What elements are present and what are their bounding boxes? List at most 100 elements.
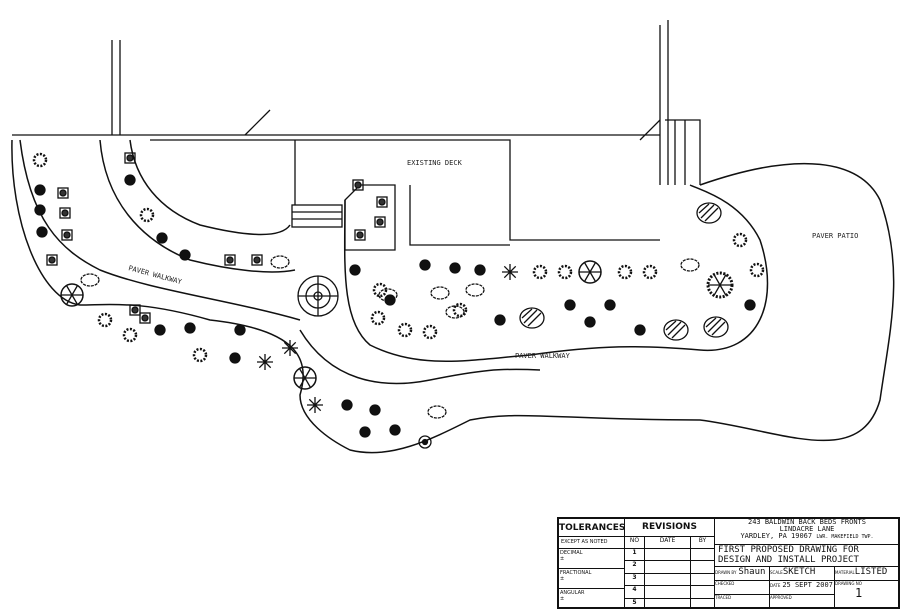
- shrub-icon: [584, 316, 596, 328]
- traced-label: TRACED: [715, 595, 770, 609]
- rev-row-by[interactable]: [691, 598, 715, 609]
- decimal-pm: ±: [560, 556, 565, 562]
- hatch-icon: [705, 317, 726, 336]
- material-label: MATERIAL: [835, 570, 855, 575]
- perennial-icon: [370, 310, 386, 326]
- rev-row-no: 3: [625, 573, 645, 587]
- perennial-icon: [422, 324, 438, 340]
- boxwood-icon: [352, 179, 364, 191]
- boxwood-icon: [251, 254, 263, 266]
- perennial-icon: [617, 264, 633, 280]
- boxwood-center-icon: [354, 181, 362, 189]
- drawing-no-label: DRAWING NO: [835, 581, 862, 586]
- shrub-icon: [634, 324, 646, 336]
- boxwood-icon: [139, 312, 151, 324]
- material-value: LISTED: [854, 567, 888, 577]
- shrub-icon: [124, 174, 136, 186]
- angular-label: ANGULAR: [560, 590, 585, 596]
- groundcover-icon: [430, 286, 450, 300]
- approved-label: APPROVED: [770, 595, 835, 609]
- groundcover-icon: [270, 255, 290, 269]
- title-block: TOLERANCES EXCEPT AS NOTED DECIMAL± FRAC…: [557, 517, 900, 609]
- rev-row-date[interactable]: [645, 598, 691, 609]
- rev-row-date[interactable]: [645, 561, 691, 574]
- walkway-left-label: PAVER WALKWAY: [127, 264, 183, 286]
- rev-row-by[interactable]: [691, 586, 715, 599]
- rev-by-header: BY: [691, 537, 715, 549]
- rev-row-date[interactable]: [645, 573, 691, 587]
- rev-row-by[interactable]: [691, 549, 715, 562]
- groundcover-icon: [80, 273, 100, 287]
- shrub-icon: [744, 299, 756, 311]
- rev-row-date[interactable]: [645, 586, 691, 599]
- boxwood-icon: [57, 187, 69, 199]
- rev-row-by[interactable]: [691, 561, 715, 574]
- rev-row-date[interactable]: [645, 549, 691, 562]
- shrub-icon: [369, 404, 381, 416]
- shrub-icon: [349, 264, 361, 276]
- groundcover-icon: [680, 258, 700, 272]
- shrub-icon: [419, 259, 431, 271]
- rev-date-header: DATE: [645, 537, 691, 549]
- groundcover-icon: [465, 283, 485, 297]
- checked-label: CHECKED: [715, 581, 770, 595]
- fractional-tolerance: FRACTIONAL±: [559, 569, 625, 589]
- boxwood-center-icon: [141, 314, 149, 322]
- boxwood-center-icon: [356, 231, 364, 239]
- hatch-icon: [665, 320, 686, 339]
- boxwood-icon: [374, 216, 386, 228]
- drawing-no-value: 1: [855, 586, 863, 600]
- house-lines: [12, 20, 701, 246]
- scale-value: SKETCH: [782, 567, 816, 577]
- boxwood-icon: [61, 229, 73, 241]
- hatched-shrub-icon: [696, 202, 722, 224]
- boxwood-center-icon: [63, 231, 71, 239]
- boxwood-center-icon: [59, 189, 67, 197]
- specimen-center-icon: [421, 438, 429, 446]
- perennial-icon: [532, 264, 548, 280]
- shrub-icon: [494, 314, 506, 326]
- decimal-label: DECIMAL: [560, 550, 583, 556]
- date: DATE 25 SEPT 2007: [770, 581, 835, 595]
- groundcover-icon: [427, 405, 447, 419]
- address-line-3: YARDLEY, PA 19067: [740, 532, 813, 540]
- rev-row-by[interactable]: [691, 573, 715, 587]
- perennial-icon: [372, 282, 388, 298]
- boxwood-center-icon: [126, 154, 134, 162]
- boxwood-center-icon: [376, 218, 384, 226]
- shrub-icon: [36, 226, 48, 238]
- drawn-by-label: DRAWN BY: [715, 570, 737, 575]
- groundcover-icon: [445, 305, 465, 319]
- boxwood-icon: [224, 254, 236, 266]
- hatch-icon: [698, 203, 719, 222]
- shrub-icon: [154, 324, 166, 336]
- perennial-icon: [397, 322, 413, 338]
- material: MATERIALLISTED: [835, 567, 900, 581]
- shrub-icon: [359, 426, 371, 438]
- perennial-icon: [139, 207, 155, 223]
- boxwood-icon: [376, 196, 388, 208]
- boxwood-icon: [124, 152, 136, 164]
- boxwood-icon: [129, 304, 141, 316]
- perennial-icon: [452, 302, 468, 318]
- perennial-icon: [642, 264, 658, 280]
- tree-branches-icon: [294, 368, 316, 388]
- shrub-icon: [389, 424, 401, 436]
- shrub-icon: [474, 264, 486, 276]
- walkway-main-label: PAVER WALKWAY: [515, 352, 571, 360]
- decimal-tolerance: DECIMAL±: [559, 549, 625, 569]
- boxwood-center-icon: [48, 256, 56, 264]
- shrub-icon: [564, 299, 576, 311]
- deck-label: EXISTING DECK: [407, 159, 463, 167]
- except-as-noted: EXCEPT AS NOTED: [559, 537, 625, 549]
- angular-pm: ±: [560, 596, 565, 602]
- rev-row-no: 5: [625, 598, 645, 609]
- title-line-2: DESIGN AND INSTALL PROJECT: [718, 555, 859, 565]
- perennial-icon: [732, 232, 748, 248]
- rev-row-no: 2: [625, 561, 645, 574]
- drawing-title: FIRST PROPOSED DRAWING FOR DESIGN AND IN…: [715, 545, 900, 567]
- fractional-label: FRACTIONAL: [560, 570, 592, 576]
- boxwood-center-icon: [226, 256, 234, 264]
- date-label: DATE: [770, 583, 781, 588]
